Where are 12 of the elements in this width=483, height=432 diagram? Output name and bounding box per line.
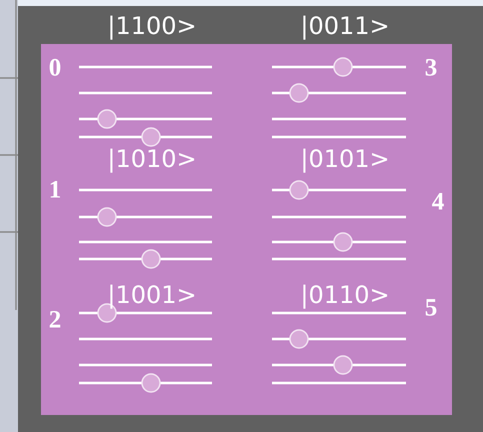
state-label: |0011>	[300, 14, 390, 38]
level-number: 3	[424, 56, 438, 80]
state-label: |1001>	[107, 283, 197, 307]
state-label: |1010>	[107, 147, 197, 171]
level-number: 4	[432, 190, 444, 214]
level-number: 1	[48, 178, 62, 202]
state-label: |0110>	[300, 283, 390, 307]
level-number: 5	[424, 296, 438, 320]
level-number: 2	[48, 308, 62, 332]
level-number: 0	[48, 56, 62, 80]
state-label: |1100>	[107, 14, 197, 38]
state-label: |0101>	[300, 147, 390, 171]
